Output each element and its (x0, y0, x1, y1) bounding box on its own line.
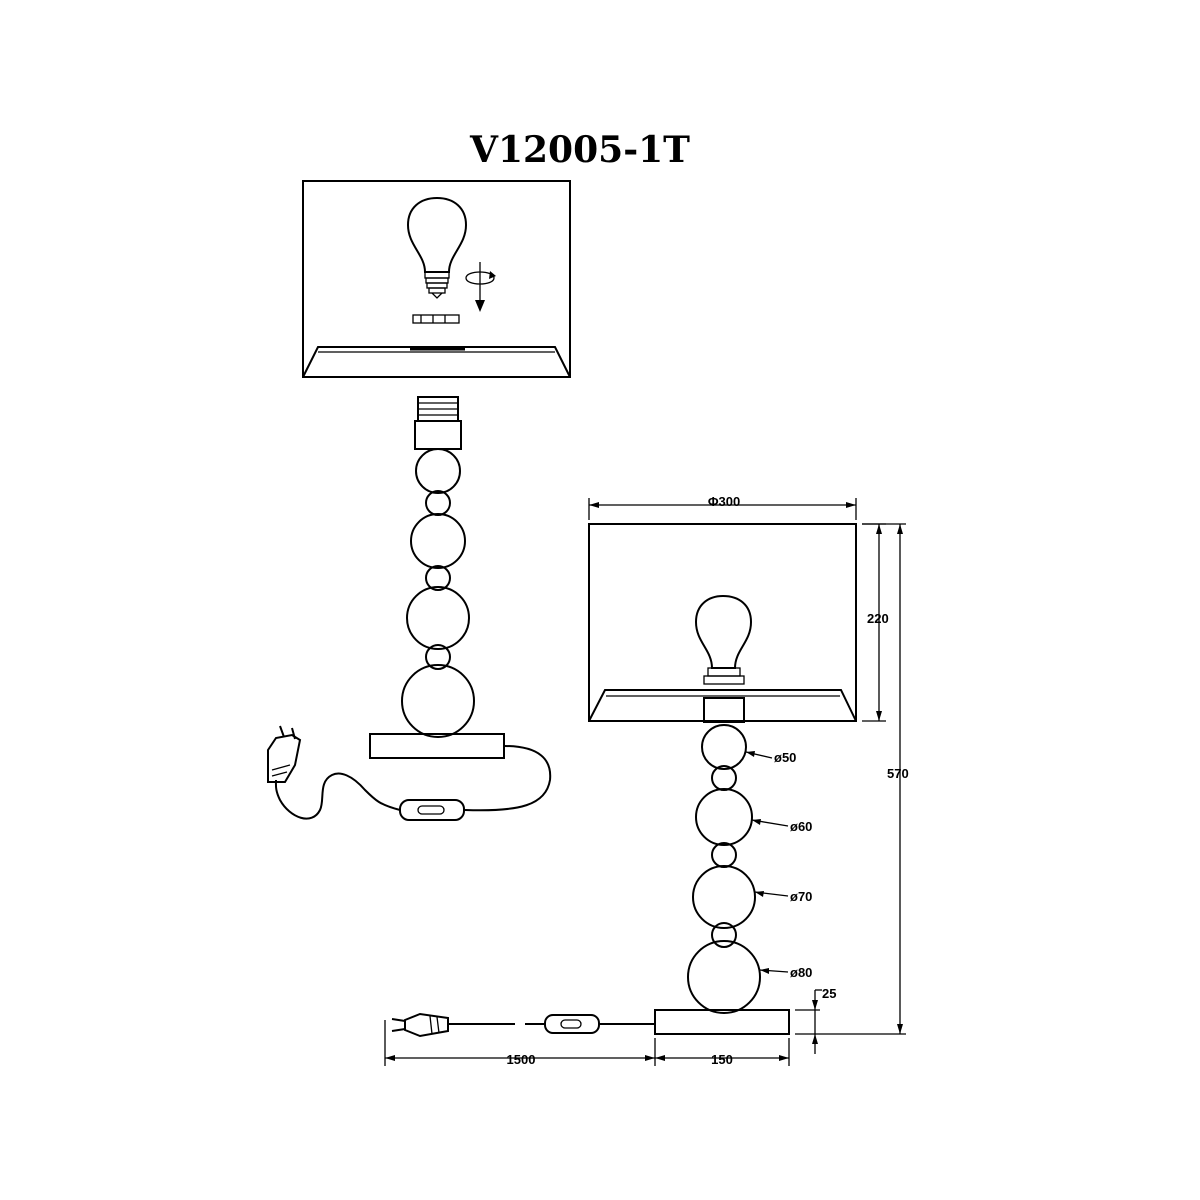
shade-height-label: 220 (867, 611, 889, 626)
cable-assembled (391, 1012, 655, 1038)
shade-diameter-label: Φ300 (708, 494, 740, 509)
cable-length-label: 1500 (507, 1052, 536, 1067)
lamp-holder (414, 396, 462, 450)
screw-arrow-icon (465, 262, 496, 312)
dim-total-height: 570 (795, 523, 909, 1035)
cable-exploded (267, 725, 552, 821)
dim-ball-1: ø50 (745, 750, 796, 765)
exploded-view (267, 180, 571, 821)
ball-2-label: ø60 (790, 819, 812, 834)
dim-cable-length: 1500 (384, 1020, 655, 1067)
base-assembled (654, 1009, 790, 1035)
ball-1-label: ø50 (774, 750, 796, 765)
dim-ball-3: ø70 (754, 889, 812, 904)
dim-base-height: 25 (795, 986, 836, 1054)
base-height-label: 25 (822, 986, 836, 1001)
dim-shade-diameter: Φ300 (588, 494, 857, 520)
bulb-icon (406, 196, 468, 299)
socket-ring (412, 314, 460, 324)
shade-assembled (588, 523, 857, 722)
total-height-label: 570 (887, 766, 909, 781)
dim-base-width: 150 (654, 1038, 790, 1067)
dim-ball-4: ø80 (759, 965, 812, 980)
lamp-holder-assembled (703, 697, 745, 723)
bulb-assembled-icon (694, 594, 753, 685)
dim-ball-2: ø60 (751, 819, 812, 834)
assembled-view: Φ300 220 570 ø50 ø60 (384, 494, 909, 1067)
plug-assembled-icon (391, 1012, 449, 1038)
ball-3-label: ø70 (790, 889, 812, 904)
ball-stack-assembled (687, 724, 761, 1014)
model-title: V12005-1T (469, 129, 690, 171)
dim-shade-height: 220 (862, 523, 889, 722)
plug-icon (267, 725, 302, 783)
shade-exploded (302, 180, 571, 378)
ball-4-label: ø80 (790, 965, 812, 980)
base-width-label: 150 (711, 1052, 733, 1067)
ball-stack-exploded (401, 448, 475, 738)
